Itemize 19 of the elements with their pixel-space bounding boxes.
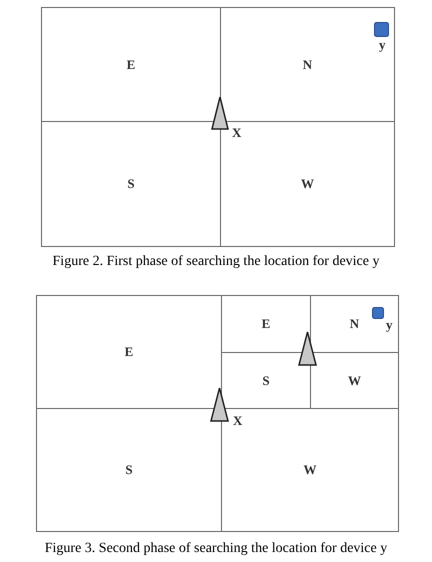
region-letter: E <box>262 316 270 332</box>
region-letter: E <box>126 56 136 72</box>
region-letter: W <box>348 372 361 388</box>
region-letter: S <box>262 372 270 388</box>
region-letter: S <box>125 462 133 478</box>
device-label: y <box>386 318 392 331</box>
region-cell <box>221 408 399 532</box>
region-letter: W <box>301 176 314 192</box>
region-letter: N <box>302 56 312 72</box>
device-label: y <box>379 38 386 51</box>
position-label: X <box>233 414 242 427</box>
figure-caption: Figure 3. Second phase of searching the location for device y <box>44 541 388 556</box>
figure-caption: Figure 2. First phase of searching the location for device y <box>52 254 380 269</box>
position-label: X <box>232 126 242 139</box>
region-cell <box>220 121 395 247</box>
region-letter: E <box>124 344 134 360</box>
region-letter: N <box>350 316 360 332</box>
region-letter: S <box>127 176 135 192</box>
region-letter: W <box>304 462 316 478</box>
